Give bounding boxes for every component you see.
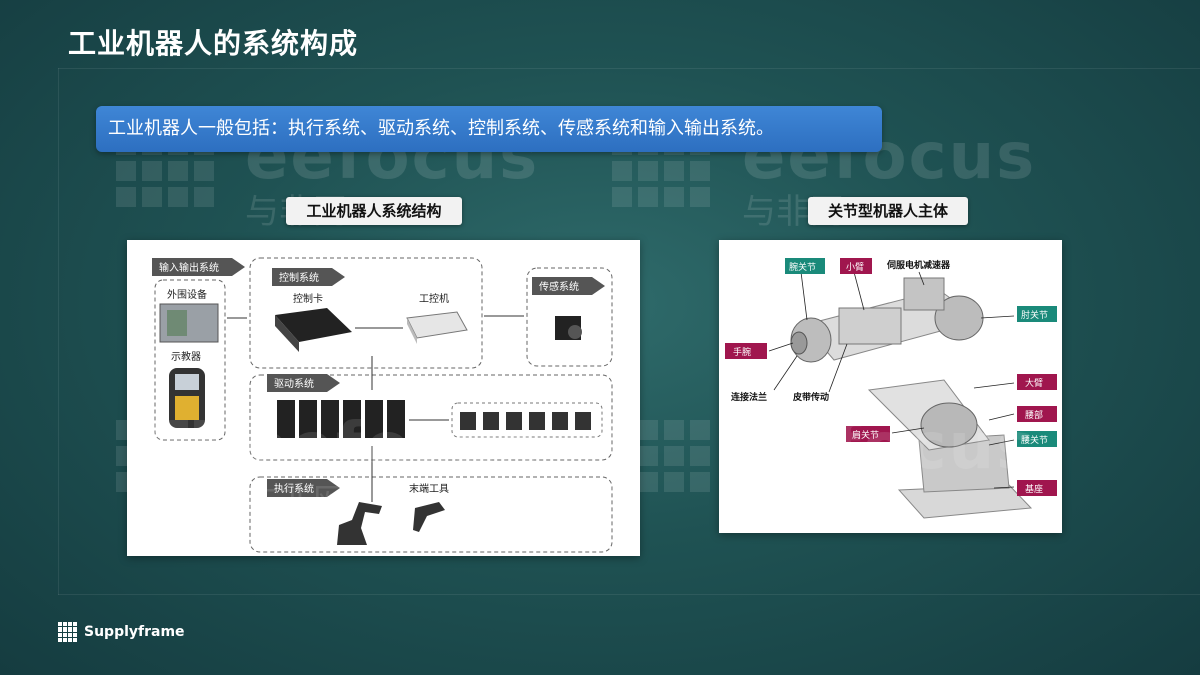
- leader-big-arm: [973, 382, 1015, 389]
- big-arm-label: 大臂: [1025, 377, 1043, 389]
- connecting-flange-label: 连接法兰: [731, 391, 767, 403]
- leader-elbow-joint: [980, 315, 1015, 319]
- drive-system-label: 驱动系统: [274, 377, 314, 390]
- servo-motor-reducer-label: 伺服电机减速器: [886, 259, 951, 271]
- ipc-front: [407, 318, 417, 344]
- control-card-image: [275, 308, 352, 342]
- io-system-label: 输入输出系统: [159, 261, 219, 274]
- leader-wrist: [768, 342, 794, 352]
- leader-wrist-joint: [800, 271, 808, 321]
- summary-banner: 工业机器人一般包括：执行系统、驱动系统、控制系统、传感系统和输入输出系统。: [96, 106, 882, 152]
- footer-brand: Supplyframe: [84, 624, 185, 640]
- teach-pendant-screen: [175, 374, 199, 390]
- teach-pendant-label: 示教器: [171, 350, 201, 363]
- servo-motor: [575, 412, 591, 430]
- teach-pendant-keys: [175, 396, 199, 420]
- peripheral-device-screen: [167, 310, 187, 336]
- end-tool-label: 末端工具: [409, 482, 449, 495]
- control-system-tag: [272, 268, 345, 286]
- flange-image: [790, 331, 808, 355]
- io-system-tag: [152, 258, 245, 276]
- frame-line-left: [58, 68, 59, 595]
- servo-motor-image: [903, 277, 945, 311]
- execution-system-group: [249, 476, 613, 553]
- frame-line-top: [58, 68, 1200, 69]
- end-tool-image: [413, 502, 445, 532]
- wrist-joint-label: 腕关节: [789, 261, 816, 273]
- forearm-label: 小臂: [846, 261, 864, 273]
- execution-system-tag: [267, 479, 340, 497]
- servo-drives: [277, 400, 405, 438]
- execution-system-label: 执行系统: [274, 482, 314, 495]
- leader-belt-drive: [828, 343, 848, 393]
- right-figure-caption: 关节型机器人主体: [808, 197, 968, 225]
- leader-waist: [988, 413, 1015, 421]
- sensor-lens: [568, 325, 582, 339]
- articulated-robot-diagram: 腕关节 小臂 伺服电机减速器 肘关节 手腕 大臂 连接法兰 皮带传动 腰部 肩关…: [719, 240, 1062, 533]
- servo-drive: [321, 400, 339, 438]
- big-arm-tag: [1017, 374, 1057, 390]
- belt-drive-label: 皮带传动: [792, 391, 829, 403]
- sensing-system-label: 传感系统: [539, 280, 579, 293]
- servo-motor-group: [451, 402, 603, 438]
- sensing-system-tag: [532, 277, 605, 295]
- ipc-image: [406, 311, 468, 339]
- base-label: 基座: [1025, 483, 1043, 495]
- wrist-joint-tag: [785, 258, 825, 274]
- shoulder-joint-label: 肩关节: [852, 429, 879, 441]
- leader-waist-joint: [988, 439, 1015, 446]
- wrist-tag: [725, 343, 767, 359]
- waist-label: 腰部: [1025, 409, 1043, 421]
- system-structure-diagram: 输入输出系统 控制系统 传感系统 驱动系统 执行系统 外围设备 示教器 控制卡 …: [127, 240, 640, 556]
- leader-servo-motor: [918, 271, 925, 286]
- servo-drive: [299, 400, 317, 438]
- waist-tag: [1017, 406, 1057, 422]
- slide-title: 工业机器人的系统构成: [68, 27, 359, 60]
- control-card-side: [275, 315, 299, 352]
- drive-system-group: [249, 374, 613, 461]
- frame-line-bottom: [58, 594, 1200, 595]
- waist-joint-label: 腰关节: [1021, 434, 1048, 446]
- left-figure-caption: 工业机器人系统结构: [286, 197, 462, 225]
- servo-motor: [460, 412, 476, 430]
- elbow-joint-tag: [1017, 306, 1057, 322]
- servo-motor: [506, 412, 522, 430]
- ipc-label: 工控机: [419, 292, 449, 305]
- base-tag: [1017, 480, 1057, 496]
- drive-system-tag: [267, 374, 340, 392]
- supplyframe-mark-icon: [58, 622, 78, 642]
- robot-arm-image: [337, 502, 382, 545]
- leader-connecting-flange: [773, 355, 798, 391]
- servo-motors: [460, 412, 591, 430]
- forearm-tag: [840, 258, 872, 274]
- elbow-joint-label: 肘关节: [1021, 309, 1048, 321]
- servo-motor: [552, 412, 568, 430]
- servo-drive: [365, 400, 383, 438]
- shoulder-joint-image: [920, 402, 978, 448]
- servo-drive: [277, 400, 295, 438]
- servo-drive: [387, 400, 405, 438]
- shoulder-joint-tag: [846, 426, 890, 442]
- leader-shoulder-joint: [891, 427, 925, 434]
- leader-forearm: [853, 271, 865, 311]
- servo-motor: [529, 412, 545, 430]
- leader-base: [993, 486, 1015, 489]
- control-system-group: [249, 257, 483, 369]
- sensing-system-group: [526, 267, 613, 367]
- peripheral-label: 外围设备: [167, 288, 207, 301]
- control-card-label: 控制卡: [293, 292, 323, 305]
- belt-drive-image: [838, 307, 902, 345]
- servo-drive: [343, 400, 361, 438]
- servo-motor: [483, 412, 499, 430]
- control-system-label: 控制系统: [279, 271, 319, 284]
- wrist-label: 手腕: [733, 346, 751, 358]
- supplyframe-logo: Supplyframe: [58, 622, 185, 642]
- waist-joint-tag: [1017, 431, 1057, 447]
